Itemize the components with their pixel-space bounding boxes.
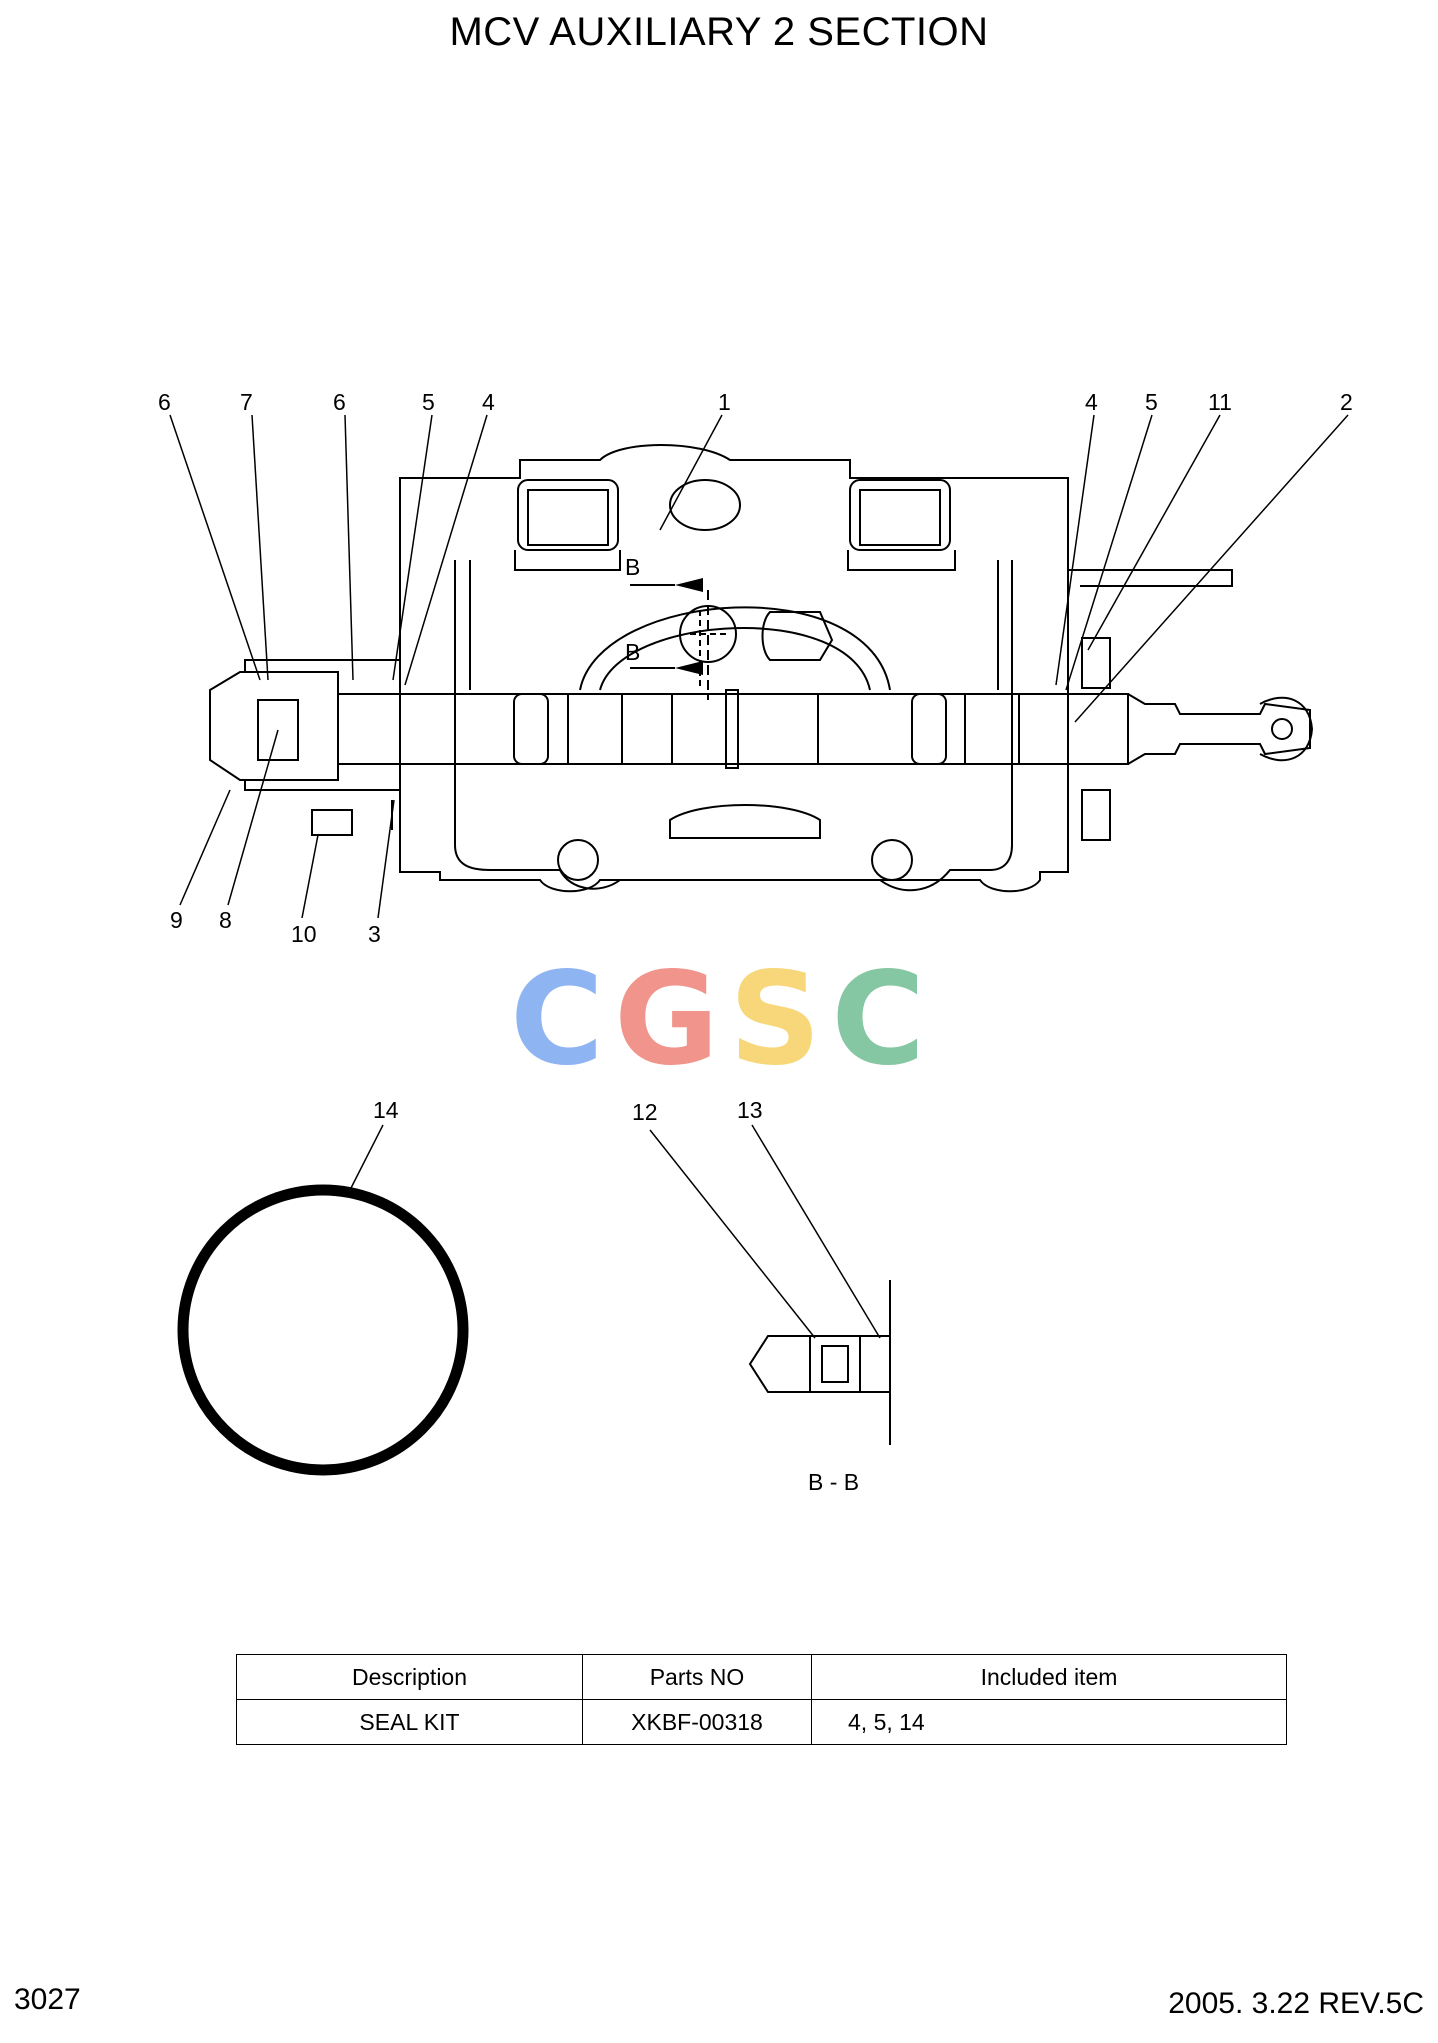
callout-label: 11 [1208,389,1232,415]
section-marker: B [625,554,640,580]
section-view-marks [679,590,834,700]
watermark-letter: S [729,945,822,1094]
section-arrows [630,578,703,675]
callout-label: 2 [1340,389,1353,415]
table-header-row: Description Parts NO Included item [236,1654,1287,1700]
callout-label: 13 [737,1097,763,1123]
check-valve-detail [748,1280,891,1445]
section-view-label: B - B [808,1469,859,1495]
callout-label: 4 [1085,389,1098,415]
column-header: Description [236,1654,583,1700]
table-cell: SEAL KIT [236,1699,583,1745]
leader-lines [169,414,1349,1339]
watermark-letter: G [613,945,719,1094]
callout-label: 14 [373,1097,399,1123]
watermark-logo: C G S C [510,945,926,1094]
end-cap [209,659,401,836]
callout-label: 1 [718,389,731,415]
column-header: Included item [811,1654,1287,1700]
o-ring [177,1184,469,1476]
watermark-letter: C [510,945,604,1094]
table-cell: 4, 5, 14 [811,1699,1287,1745]
page-number: 3027 [14,1983,81,2016]
table-cell: XKBF-00318 [582,1699,812,1745]
table-row: SEAL KIT XKBF-00318 4, 5, 14 [236,1699,1287,1745]
callout-label: 12 [632,1099,658,1125]
callout-label: 5 [1145,389,1158,415]
parts-table: Description Parts NO Included item SEAL … [236,1654,1287,1745]
page-title: MCV AUXILIARY 2 SECTION [449,10,989,54]
callout-label: 4 [482,389,495,415]
watermark-letter: C [831,945,926,1094]
callout-label: 7 [240,389,253,415]
column-header: Parts NO [582,1654,812,1700]
callout-label: 6 [333,389,346,415]
revision-date: 2005. 3.22 REV.5C [1168,1987,1424,2020]
valve-housing [399,444,1233,893]
spool [337,689,1314,769]
callout-label: 6 [158,389,171,415]
knurled-seals [1081,637,1111,841]
callout-label: 10 [291,921,317,947]
callout-label: 3 [368,921,381,947]
section-marker: B [625,639,640,665]
callout-label: 9 [170,907,183,933]
callout-label: 8 [219,907,232,933]
callout-label: 5 [422,389,435,415]
